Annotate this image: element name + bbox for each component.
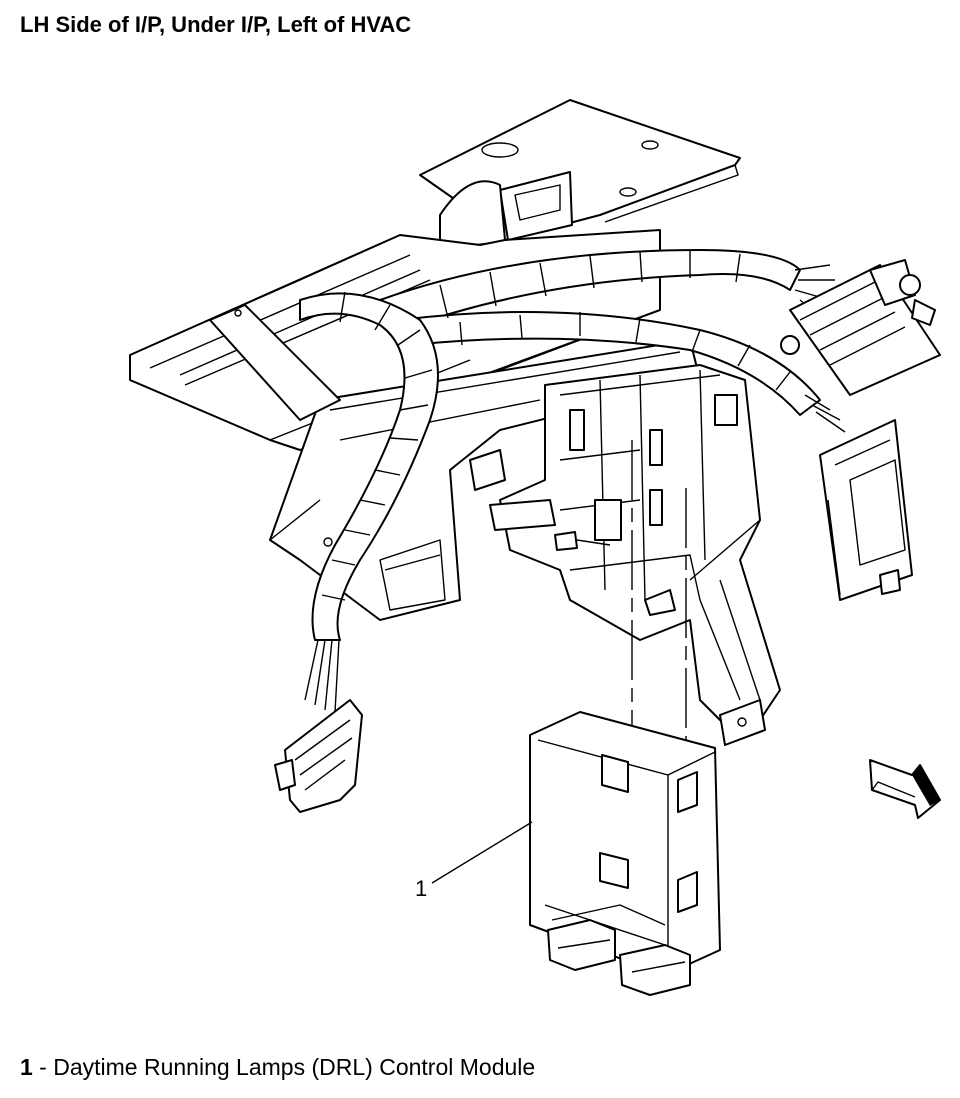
exploded-view-diagram: 1 xyxy=(129,99,941,996)
legend-text: Daytime Running Lamps (DRL) Control Modu… xyxy=(53,1054,536,1080)
front-of-vehicle-arrow-icon xyxy=(869,759,941,819)
drl-control-module xyxy=(529,440,721,996)
legend: 1 - Daytime Running Lamps (DRL) Control … xyxy=(20,1054,535,1081)
page-title: LH Side of I/P, Under I/P, Left of HVAC xyxy=(20,12,412,37)
lower-left-harness-connector xyxy=(274,699,363,813)
callout-1: 1 xyxy=(415,821,533,901)
lower-harness-connector xyxy=(819,419,913,601)
module-mounting-bracket xyxy=(469,364,781,746)
legend-number: 1 xyxy=(20,1054,33,1080)
legend-separator: - xyxy=(32,1054,54,1080)
upper-harness-connector xyxy=(780,259,941,396)
wiring-harness-left-branch xyxy=(299,291,439,713)
callout-number: 1 xyxy=(415,876,427,901)
wiring-harness xyxy=(379,249,846,433)
